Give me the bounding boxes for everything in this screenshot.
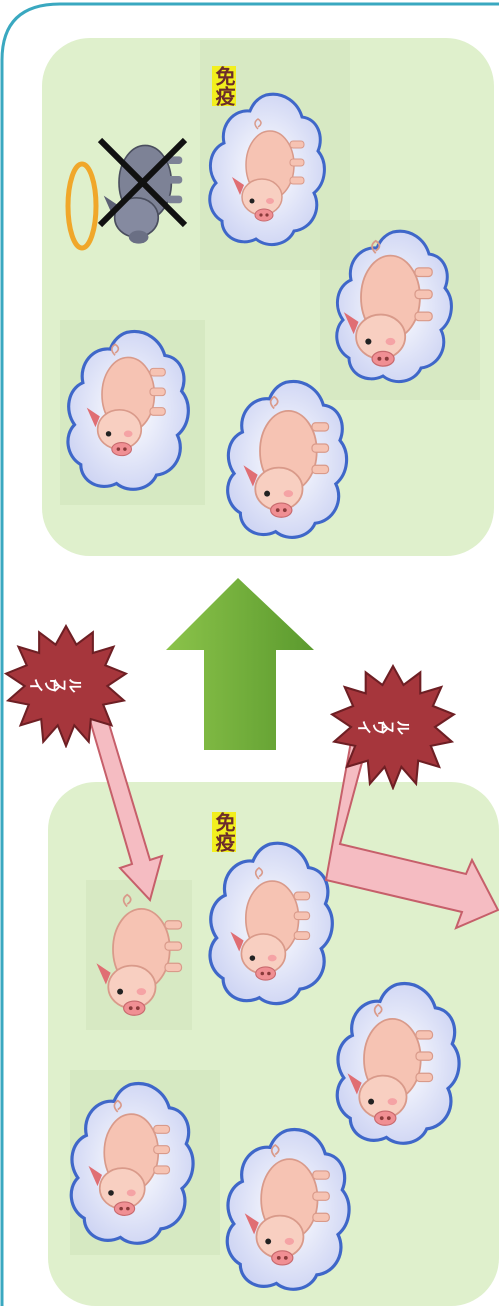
virus-label-right: ウイ ルス [362,704,418,752]
up-arrow-icon [166,578,314,750]
immune-label-bottom: 免疫 [212,812,236,852]
virus-label-left: ウイ ルス [38,662,94,710]
immune-label-top: 免疫 [212,66,236,106]
